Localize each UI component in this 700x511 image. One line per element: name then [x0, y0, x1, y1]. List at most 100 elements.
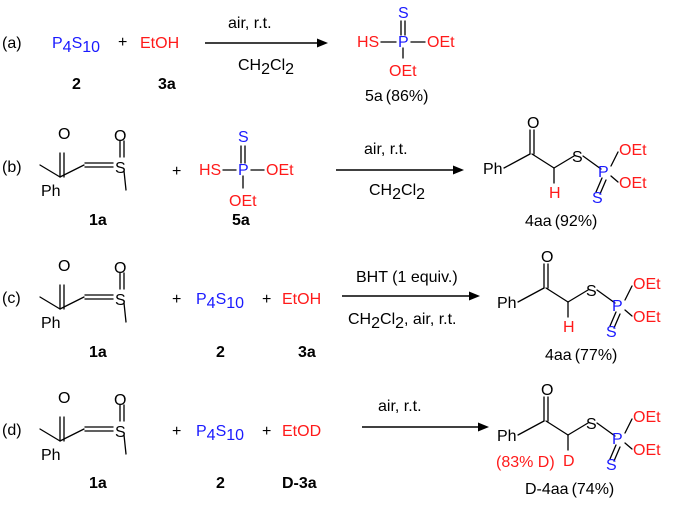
ylide-1a-structure: O Ph S O [39, 390, 127, 464]
reactant-etod: EtOD [282, 423, 321, 440]
row-label: (a) [2, 35, 22, 52]
svg-text:P: P [612, 431, 623, 448]
row-b: (b) O Ph S O + HS P S OEt OEt air, r.t. … [2, 115, 647, 230]
svg-text:Ph: Ph [497, 428, 517, 445]
plus-sign: + [118, 34, 127, 51]
arrow-condition-top: air, r.t. [364, 141, 408, 158]
svg-text:S: S [606, 457, 617, 474]
svg-text:S: S [115, 292, 126, 309]
product-label: D-4aa(74%) [525, 481, 614, 498]
row-d: (d) O Ph S O + P4S10 + EtOD air, r.t. Ph… [2, 382, 661, 498]
reactant-p4s10: P4S10 [196, 291, 244, 312]
svg-text:O: O [541, 249, 553, 266]
arrow-condition-top: BHT (1 equiv.) [356, 269, 458, 286]
compound-label-etoh: 3a [158, 76, 176, 93]
reagent-5a-structure: HS P S OEt OEt [199, 129, 294, 210]
svg-text:O: O [114, 392, 126, 409]
svg-text:Ph: Ph [41, 315, 61, 332]
svg-text:D: D [563, 453, 575, 470]
reaction-arrow [362, 422, 489, 432]
svg-text:OEt: OEt [389, 63, 417, 80]
product-d4aa-structure: Ph O D S P OEt OEt S [497, 382, 661, 474]
compound-label-etod: D-3a [282, 475, 317, 492]
svg-text:O: O [58, 258, 70, 275]
svg-text:S: S [398, 5, 409, 22]
svg-text:O: O [527, 115, 539, 132]
product-4aa-structure: Ph O H S P OEt OEt S [497, 249, 661, 341]
svg-text:O: O [58, 390, 70, 407]
product-label: 4aa(77%) [545, 347, 617, 364]
reactant-etoh: EtOH [140, 35, 179, 52]
svg-text:HS: HS [199, 162, 221, 179]
svg-text:OEt: OEt [229, 193, 257, 210]
svg-text:O: O [58, 126, 70, 143]
compound-label-p4s10: 2 [216, 344, 225, 361]
svg-text:OEt: OEt [633, 442, 661, 459]
compound-label-p4s10: 2 [216, 475, 225, 492]
svg-text:P: P [612, 298, 623, 315]
plus-sign: + [262, 291, 271, 308]
svg-text:P: P [598, 164, 609, 181]
row-a: (a) P4S10 + EtOH air, r.t. CH2Cl2 HS P S… [2, 5, 455, 105]
plus-sign: + [172, 163, 181, 180]
svg-text:P: P [238, 162, 249, 179]
svg-text:S: S [238, 129, 249, 146]
product-label: 4aa(92%) [525, 213, 597, 230]
compound-label-ylide: 1a [89, 212, 107, 229]
svg-text:S: S [115, 424, 126, 441]
svg-text:HS: HS [357, 34, 379, 51]
svg-text:OEt: OEt [633, 276, 661, 293]
reactant-p4s10: P4S10 [196, 423, 244, 444]
plus-sign: + [172, 291, 181, 308]
plus-sign: + [172, 423, 181, 440]
svg-text:S: S [115, 160, 126, 177]
row-c: (c) O Ph S O + P4S10 + EtOH BHT (1 equiv… [2, 249, 661, 364]
ylide-1a-structure: O Ph S O [39, 258, 127, 332]
svg-text:S: S [586, 283, 597, 300]
reaction-arrow [205, 38, 328, 48]
svg-text:P: P [398, 34, 409, 51]
product-label: 5a(86%) [365, 88, 428, 105]
compound-label-ylide: 1a [89, 475, 107, 492]
svg-text:O: O [114, 260, 126, 277]
plus-sign: + [262, 423, 271, 440]
svg-text:H: H [549, 185, 561, 202]
arrow-condition-top: air, r.t. [378, 398, 422, 415]
reactant-p4s10: P4S10 [52, 35, 100, 56]
svg-text:Ph: Ph [497, 295, 517, 312]
product-5a-structure: HS P S OEt OEt [357, 5, 455, 80]
compound-label-ylide: 1a [89, 344, 107, 361]
arrow-condition-bottom: CH2Cl2 [369, 182, 425, 203]
svg-text:Ph: Ph [41, 447, 61, 464]
svg-text:OEt: OEt [633, 409, 661, 426]
svg-text:Ph: Ph [41, 183, 61, 200]
row-label: (b) [2, 159, 22, 176]
arrow-condition-bottom: CH2Cl2 [238, 57, 294, 78]
svg-text:O: O [541, 382, 553, 399]
svg-text:OEt: OEt [266, 162, 294, 179]
svg-text:Ph: Ph [483, 161, 503, 178]
svg-text:S: S [572, 149, 583, 166]
svg-text:O: O [114, 128, 126, 145]
product-4aa-structure: Ph O H S P OEt OEt S [483, 115, 647, 207]
compound-label-reagent: 5a [232, 212, 250, 229]
svg-text:OEt: OEt [633, 309, 661, 326]
svg-text:S: S [586, 416, 597, 433]
ylide-1a-structure: O Ph S O [39, 126, 127, 200]
compound-label-etoh: 3a [298, 344, 316, 361]
row-label: (d) [2, 422, 22, 439]
deuteration-label: (83% D) [496, 454, 555, 471]
svg-text:OEt: OEt [619, 142, 647, 159]
svg-text:S: S [592, 190, 603, 207]
reactant-etoh: EtOH [282, 291, 321, 308]
reaction-arrow [336, 165, 464, 175]
row-label: (c) [2, 290, 21, 307]
svg-text:OEt: OEt [619, 175, 647, 192]
svg-text:OEt: OEt [427, 34, 455, 51]
arrow-condition-top: air, r.t. [228, 15, 272, 32]
svg-text:S: S [606, 324, 617, 341]
compound-label-p4s10: 2 [72, 76, 81, 93]
arrow-condition-bottom: CH2Cl2, air, r.t. [348, 311, 457, 332]
svg-text:H: H [563, 319, 575, 336]
